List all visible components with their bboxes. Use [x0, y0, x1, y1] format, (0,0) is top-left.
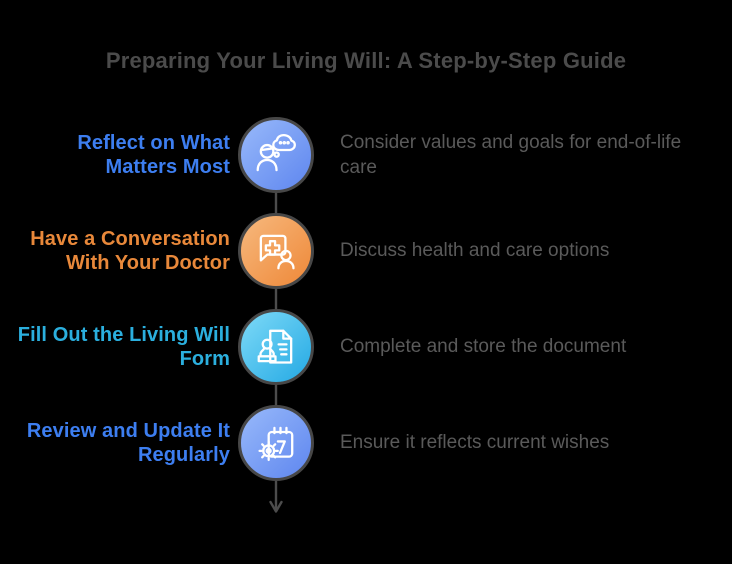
- step-circle: [238, 117, 314, 193]
- step-title: Have a Conversation With Your Doctor: [30, 227, 230, 274]
- page-title: Preparing Your Living Will: A Step-by-St…: [105, 48, 627, 73]
- calendar-gear-icon: [258, 426, 294, 462]
- step-title: Review and Update It Regularly: [26, 419, 230, 466]
- step-title: Fill Out the Living Will Form: [17, 323, 230, 370]
- step-row-fill-form: Fill Out the Living Will Form Complete a…: [0, 305, 732, 389]
- step-description: Complete and store the document: [340, 336, 627, 358]
- step-description: Discuss health and care options: [340, 240, 610, 262]
- doctor-chat-icon: [259, 234, 295, 270]
- document-stamp-icon: [257, 329, 293, 364]
- step-description: Ensure it reflects current wishes: [340, 432, 610, 454]
- person-thinking-icon: [256, 133, 296, 172]
- step-circle: [238, 309, 314, 385]
- step-circle: [238, 213, 314, 289]
- step-title: Reflect on What Matters Most: [77, 131, 230, 178]
- step-row-conversation: Have a Conversation With Your Doctor Dis…: [0, 209, 732, 293]
- step-description: Consider values and goals for end-of-lif…: [340, 131, 682, 178]
- step-row-reflect: Reflect on What Matters Most Consider va…: [0, 113, 732, 197]
- step-circle: [238, 405, 314, 481]
- step-row-review: Review and Update It Regularly: [0, 401, 732, 485]
